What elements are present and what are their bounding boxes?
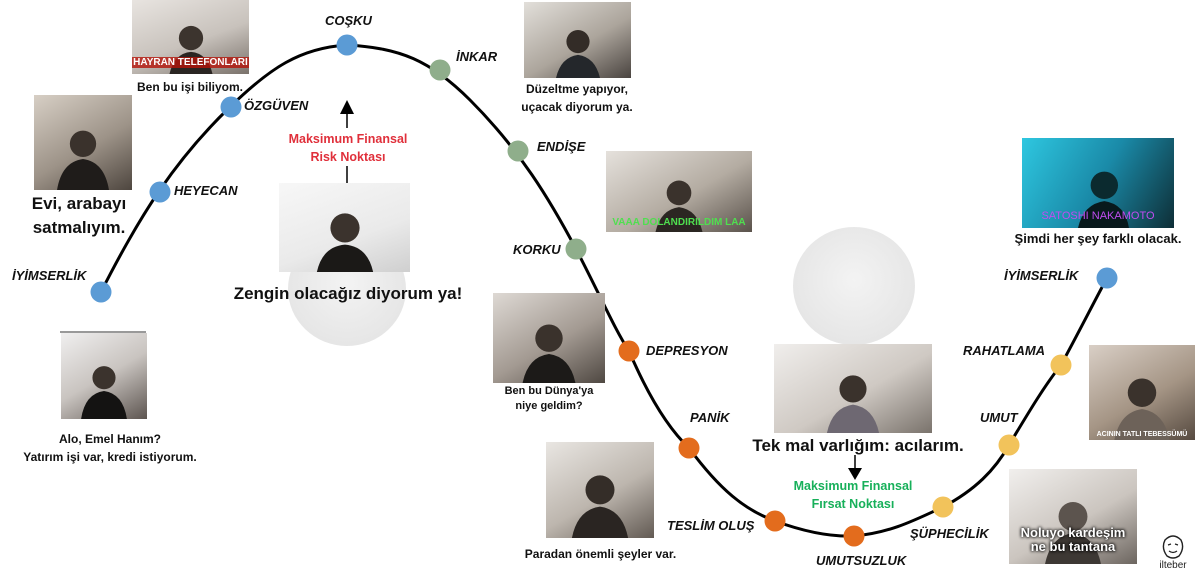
marker-excitement bbox=[149, 181, 171, 203]
photo-whats-up: Noluyo kardeşim ne bu tantana bbox=[1009, 469, 1137, 564]
stage-fear: KORKU bbox=[513, 242, 561, 257]
person-icon bbox=[522, 324, 576, 383]
stage-excitement: HEYECAN bbox=[174, 183, 238, 198]
stage-confidence: ÖZGÜVEN bbox=[244, 98, 309, 113]
stage-panic: PANİK bbox=[690, 410, 730, 425]
max-opportunity-arrow-head bbox=[848, 468, 862, 480]
marker-panic bbox=[678, 437, 700, 459]
caption-sell-house: Evi, arabayı satmalıyım. bbox=[31, 194, 127, 237]
marker-optimism-end bbox=[1096, 267, 1118, 289]
caption-get-rich: Zengin olacağız diyorum ya! bbox=[233, 284, 463, 303]
overlay-fan-calls: HAYRAN TELEFONLARI bbox=[132, 57, 249, 68]
marker-relief bbox=[1050, 354, 1072, 376]
caption-know-business: Ben bu işi biliyom. bbox=[136, 80, 243, 94]
person-icon bbox=[1114, 378, 1170, 440]
photo-money-not-important bbox=[546, 442, 654, 538]
marker-euphoria bbox=[336, 34, 358, 56]
photo-sell-house bbox=[34, 95, 132, 190]
stage-optimism-start: İYİMSERLİK bbox=[12, 268, 87, 283]
stage-skepticism: ŞÜPHECİLİK bbox=[910, 526, 989, 541]
photo-why-born bbox=[493, 293, 605, 383]
caption-why-born: Ben bu Dünya'ya niye geldim? bbox=[504, 385, 594, 412]
marker-depression bbox=[618, 340, 640, 362]
marker-skepticism bbox=[932, 496, 954, 518]
marker-confidence bbox=[220, 96, 242, 118]
photo-fan-calls: HAYRAN TELEFONLARI bbox=[132, 0, 249, 74]
person-icon bbox=[1078, 171, 1129, 228]
photo-phone-call bbox=[61, 333, 147, 419]
stage-euphoria: COŞKU bbox=[325, 13, 372, 28]
person-icon bbox=[57, 130, 109, 190]
person-icon bbox=[81, 366, 127, 419]
stage-hope: UMUT bbox=[980, 410, 1018, 425]
caption-correction: Düzeltme yapıyor, uçacak diyorum ya. bbox=[521, 82, 633, 114]
person-icon bbox=[316, 213, 373, 272]
caption-phone-call: Alo, Emel Hanım? Yatırım işi var, kredi … bbox=[23, 432, 197, 464]
marker-hope bbox=[998, 434, 1020, 456]
person-icon bbox=[1045, 502, 1101, 564]
stage-anxiety: ENDİŞE bbox=[537, 139, 586, 154]
stage-relief: RAHATLAMA bbox=[963, 343, 1046, 358]
photo-satoshi: SATOSHI NAKAMOTO bbox=[1022, 138, 1174, 228]
caption-everything-different: Şimdi her şey farklı olacak. bbox=[1014, 231, 1182, 246]
stage-denial: İNKAR bbox=[456, 49, 498, 64]
person-icon bbox=[572, 475, 628, 538]
cycle-line bbox=[99, 43, 1109, 538]
signature-face-icon bbox=[1162, 535, 1184, 559]
marker-denial bbox=[429, 59, 451, 81]
max-opportunity-label: Maksimum Finansal Fırsat Noktası bbox=[793, 479, 913, 511]
photo-sweetest-smile: ACININ TATLI TEBESSÜMÜ bbox=[1089, 345, 1195, 440]
stage-capitulation: TESLİM OLUŞ bbox=[667, 518, 755, 533]
caption-money-not-important: Paradan önemli şeyler var. bbox=[524, 547, 677, 561]
person-icon bbox=[655, 180, 703, 232]
marker-fear bbox=[565, 238, 587, 260]
signature-text: ilteber bbox=[1159, 560, 1187, 571]
photo-correction bbox=[524, 2, 631, 78]
photo-only-asset bbox=[774, 344, 932, 433]
marker-capitulation bbox=[764, 510, 786, 532]
stage-despondency: UMUTSUZLUK bbox=[816, 553, 907, 568]
max-risk-label: Maksimum Finansal Risk Noktası bbox=[288, 132, 408, 164]
marker-anxiety bbox=[507, 140, 529, 162]
marker-optimism-start bbox=[90, 281, 112, 303]
photo-scammed: VAAA DOLANDIRILDIM LAA bbox=[606, 151, 752, 232]
person-icon bbox=[555, 29, 600, 78]
overlay-whats-up: Noluyo kardeşim ne bu tantana bbox=[1020, 525, 1126, 554]
max-risk-arrow-head bbox=[340, 100, 354, 114]
photo-get-rich bbox=[279, 183, 410, 272]
overlay-satoshi: SATOSHI NAKAMOTO bbox=[1041, 210, 1155, 222]
marker-despondency bbox=[843, 525, 865, 547]
stage-depression: DEPRESYON bbox=[646, 343, 728, 358]
overlay-scammed: VAAA DOLANDIRILDIM LAA bbox=[612, 217, 746, 228]
person-icon bbox=[826, 375, 880, 433]
background-bubble-right bbox=[793, 227, 915, 345]
caption-only-asset: Tek mal varlığım: acılarım. bbox=[752, 436, 964, 455]
overlay-sweetest-smile: ACININ TATLI TEBESSÜMÜ bbox=[1096, 431, 1188, 438]
stage-optimism-end: İYİMSERLİK bbox=[1004, 268, 1079, 283]
